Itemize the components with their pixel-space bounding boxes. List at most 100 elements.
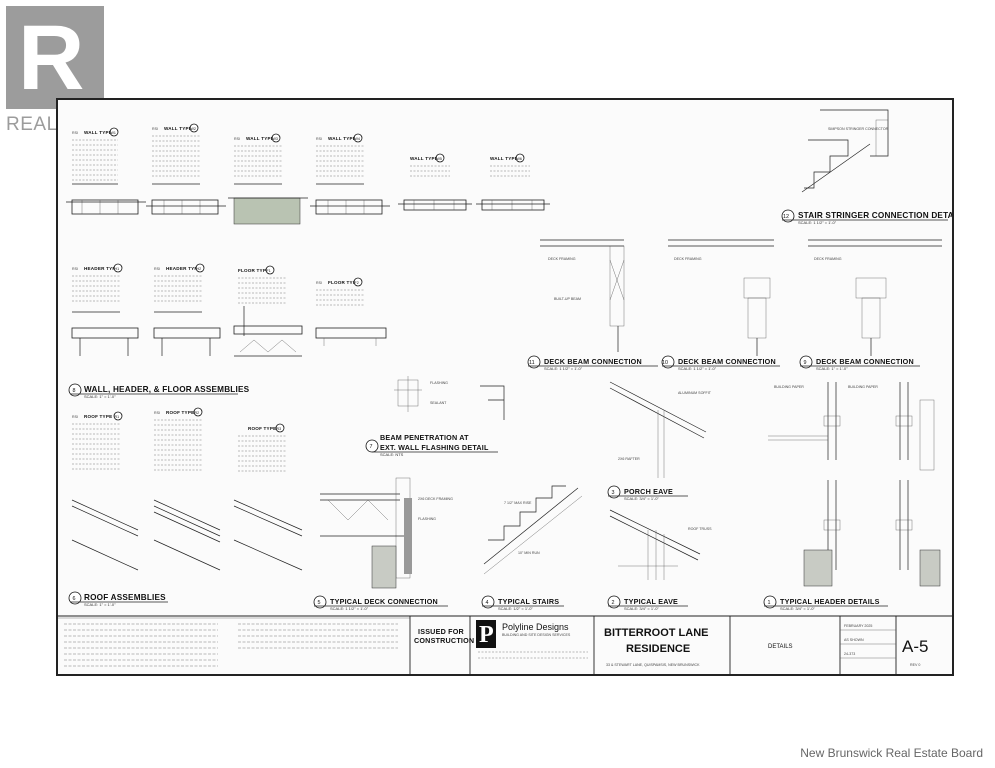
header-type-h2: RSI HEADER TYPE H2 xyxy=(153,263,221,356)
svg-text:BUILT-UP BEAM: BUILT-UP BEAM xyxy=(554,297,581,301)
svg-text:REV 0: REV 0 xyxy=(910,663,920,667)
svg-text:W5: W5 xyxy=(437,157,442,161)
svg-text:5: 5 xyxy=(318,600,321,606)
svg-text:33 & STEWART LANE, QUISPAMSIS,: 33 & STEWART LANE, QUISPAMSIS, NEW BRUNS… xyxy=(606,663,700,667)
svg-text:R2: R2 xyxy=(195,411,200,415)
svg-text:RSI: RSI xyxy=(154,267,160,271)
svg-text:BEAM PENETRATION AT: BEAM PENETRATION AT xyxy=(380,433,469,442)
board-attribution: New Brunswick Real Estate Board xyxy=(800,746,983,760)
svg-text:DECK FRAMING: DECK FRAMING xyxy=(548,257,576,261)
wall-type-w4: RSI WALL TYPE W4 xyxy=(310,133,390,215)
svg-text:WALL TYPE: WALL TYPE xyxy=(84,130,112,135)
svg-text:DECK FRAMING: DECK FRAMING xyxy=(814,257,842,261)
deck-beam-11-detail: DECK FRAMING BUILT-UP BEAM 11 DECK BEAM … xyxy=(527,239,658,371)
svg-text:8: 8 xyxy=(73,388,76,394)
svg-text:2: 2 xyxy=(612,600,615,606)
svg-text:SIMPSON STRINGER CONNECTOR: SIMPSON STRINGER CONNECTOR xyxy=(828,127,889,131)
svg-text:BUILDING AND SITE DESIGN SERVI: BUILDING AND SITE DESIGN SERVICES xyxy=(502,633,571,637)
svg-text:SCALE: 1 1/2" = 1'-0": SCALE: 1 1/2" = 1'-0" xyxy=(330,606,369,611)
svg-text:RSI: RSI xyxy=(154,411,160,415)
svg-text:BITTERROOT LANE: BITTERROOT LANE xyxy=(604,627,709,639)
svg-text:12: 12 xyxy=(783,214,789,220)
svg-text:TYPICAL EAVE: TYPICAL EAVE xyxy=(624,597,678,606)
realtor-logo-box xyxy=(6,6,104,109)
svg-text:FLOOR TYPE: FLOOR TYPE xyxy=(238,268,269,273)
svg-text:CONSTRUCTION: CONSTRUCTION xyxy=(414,636,474,645)
svg-text:SCALE: 1" = 1'-0": SCALE: 1" = 1'-0" xyxy=(84,602,116,607)
svg-text:F2: F2 xyxy=(355,281,359,285)
deck-beam-10-detail: DECK FRAMING 10 DECK BEAM CONNECTION SCA… xyxy=(661,239,780,371)
svg-text:FEBRUARY 2025: FEBRUARY 2025 xyxy=(844,624,872,628)
svg-text:AS SHOWN: AS SHOWN xyxy=(844,638,864,642)
roof-type-r3: ROOF TYPE R3 xyxy=(233,423,303,571)
svg-text:TYPICAL DECK CONNECTION: TYPICAL DECK CONNECTION xyxy=(330,597,438,606)
svg-text:SCALE: 1" = 1'-0": SCALE: 1" = 1'-0" xyxy=(816,366,848,371)
svg-text:6: 6 xyxy=(73,596,76,602)
svg-text:FLOOR TYPE: FLOOR TYPE xyxy=(328,280,359,285)
roof-type-r2: RSI ROOF TYPE R2 xyxy=(153,407,221,571)
svg-text:Polyline Designs: Polyline Designs xyxy=(502,622,569,632)
svg-text:A-5: A-5 xyxy=(902,637,928,656)
svg-text:DECK FRAMING: DECK FRAMING xyxy=(674,257,702,261)
svg-text:WALL TYPE: WALL TYPE xyxy=(410,156,438,161)
svg-text:HEADER TYPE: HEADER TYPE xyxy=(84,266,119,271)
svg-text:W4: W4 xyxy=(355,137,360,141)
svg-text:WALL TYPE: WALL TYPE xyxy=(328,136,356,141)
svg-text:DECK BEAM CONNECTION: DECK BEAM CONNECTION xyxy=(544,357,642,366)
svg-text:W3: W3 xyxy=(273,137,278,141)
svg-text:TYPICAL HEADER DETAILS: TYPICAL HEADER DETAILS xyxy=(780,597,880,606)
svg-text:FLASHING: FLASHING xyxy=(418,517,436,521)
drawing-sheet: RSI WALL TYPE W1 RSI WALL TYPE W2 RSI WA… xyxy=(56,98,954,676)
svg-text:SCALE: 3/4" = 1'-0": SCALE: 3/4" = 1'-0" xyxy=(780,606,815,611)
assemblies-label: 8 WALL, HEADER, & FLOOR ASSEMBLIES SCALE… xyxy=(68,383,250,399)
svg-text:3: 3 xyxy=(612,490,615,496)
deck-beam-9-detail: DECK FRAMING 9 DECK BEAM CONNECTION SCAL… xyxy=(799,239,942,371)
svg-text:R3: R3 xyxy=(277,427,282,431)
svg-text:WALL TYPE: WALL TYPE xyxy=(490,156,518,161)
svg-text:ROOF TYPE: ROOF TYPE xyxy=(248,426,276,431)
svg-text:SCALE: 1 1/2" = 1'-0": SCALE: 1 1/2" = 1'-0" xyxy=(678,366,717,371)
header-type-h1: RSI HEADER TYPE H1 xyxy=(71,263,139,356)
svg-text:P: P xyxy=(479,622,494,648)
construction-details-drawing: RSI WALL TYPE W1 RSI WALL TYPE W2 RSI WA… xyxy=(58,109,952,674)
svg-text:SCALE: 3/4" = 1'-0": SCALE: 3/4" = 1'-0" xyxy=(624,606,659,611)
svg-text:H1: H1 xyxy=(115,267,120,271)
svg-text:RESIDENCE: RESIDENCE xyxy=(626,643,690,655)
svg-text:DECK BEAM CONNECTION: DECK BEAM CONNECTION xyxy=(816,357,914,366)
svg-text:10: 10 xyxy=(662,360,668,366)
realtor-logo-letter: R xyxy=(18,7,85,109)
svg-text:4: 4 xyxy=(486,600,489,606)
svg-text:RSI: RSI xyxy=(72,415,78,419)
svg-text:EXT. WALL FLASHING DETAIL: EXT. WALL FLASHING DETAIL xyxy=(380,443,489,452)
roof-type-r1: RSI ROOF TYPE R1 xyxy=(71,411,139,571)
svg-text:ROOF TYPE: ROOF TYPE xyxy=(166,410,194,415)
svg-text:W6: W6 xyxy=(517,157,522,161)
stair-stringer-detail: SIMPSON STRINGER CONNECTOR 12 STAIR STRI… xyxy=(781,109,952,225)
svg-text:10" MIN RUN: 10" MIN RUN xyxy=(518,551,540,555)
svg-text:ROOF TYPE: ROOF TYPE xyxy=(84,414,112,419)
svg-text:SCALE: NTS: SCALE: NTS xyxy=(380,452,404,457)
svg-text:SCALE: 1/2" = 1'-0": SCALE: 1/2" = 1'-0" xyxy=(498,606,533,611)
svg-text:WALL, HEADER, & FLOOR ASSEMBLI: WALL, HEADER, & FLOOR ASSEMBLIES xyxy=(84,385,250,394)
svg-text:2X6 RAFTER: 2X6 RAFTER xyxy=(618,457,640,461)
svg-text:7: 7 xyxy=(370,444,373,450)
svg-text:ALUMINUM SOFFIT: ALUMINUM SOFFIT xyxy=(678,391,712,395)
svg-text:PORCH EAVE: PORCH EAVE xyxy=(624,487,673,496)
typical-header-details: BUILDING PAPER BUILDING PAPER 1 TYPICAL … xyxy=(763,382,941,611)
svg-text:2X6 DECK FRAMING: 2X6 DECK FRAMING xyxy=(418,497,453,501)
svg-text:STAIR STRINGER CONNECTION DETA: STAIR STRINGER CONNECTION DETAIL xyxy=(798,211,952,220)
svg-text:SCALE: 3/4" = 1'-0": SCALE: 3/4" = 1'-0" xyxy=(624,496,659,501)
svg-text:F1: F1 xyxy=(267,269,271,273)
svg-text:FLASHING: FLASHING xyxy=(430,381,448,385)
svg-text:SCALE: 1 1/2" = 1'-0": SCALE: 1 1/2" = 1'-0" xyxy=(798,220,837,225)
floor-type-f2: RSI FLOOR TYPE F2 xyxy=(315,277,387,346)
svg-text:BUILDING PAPER: BUILDING PAPER xyxy=(848,385,878,389)
svg-text:RSI: RSI xyxy=(316,137,322,141)
svg-text:9: 9 xyxy=(804,360,807,366)
svg-text:DETAILS: DETAILS xyxy=(768,644,793,650)
svg-text:DECK BEAM CONNECTION: DECK BEAM CONNECTION xyxy=(678,357,776,366)
svg-text:RSI: RSI xyxy=(316,281,322,285)
roof-assemblies-label: 6 ROOF ASSEMBLIES SCALE: 1" = 1'-0" xyxy=(68,591,168,607)
svg-text:TYPICAL STAIRS: TYPICAL STAIRS xyxy=(498,597,559,606)
beam-penetration-detail: FLASHING SEALANT 7 BEAM PENETRATION AT E… xyxy=(365,376,505,457)
